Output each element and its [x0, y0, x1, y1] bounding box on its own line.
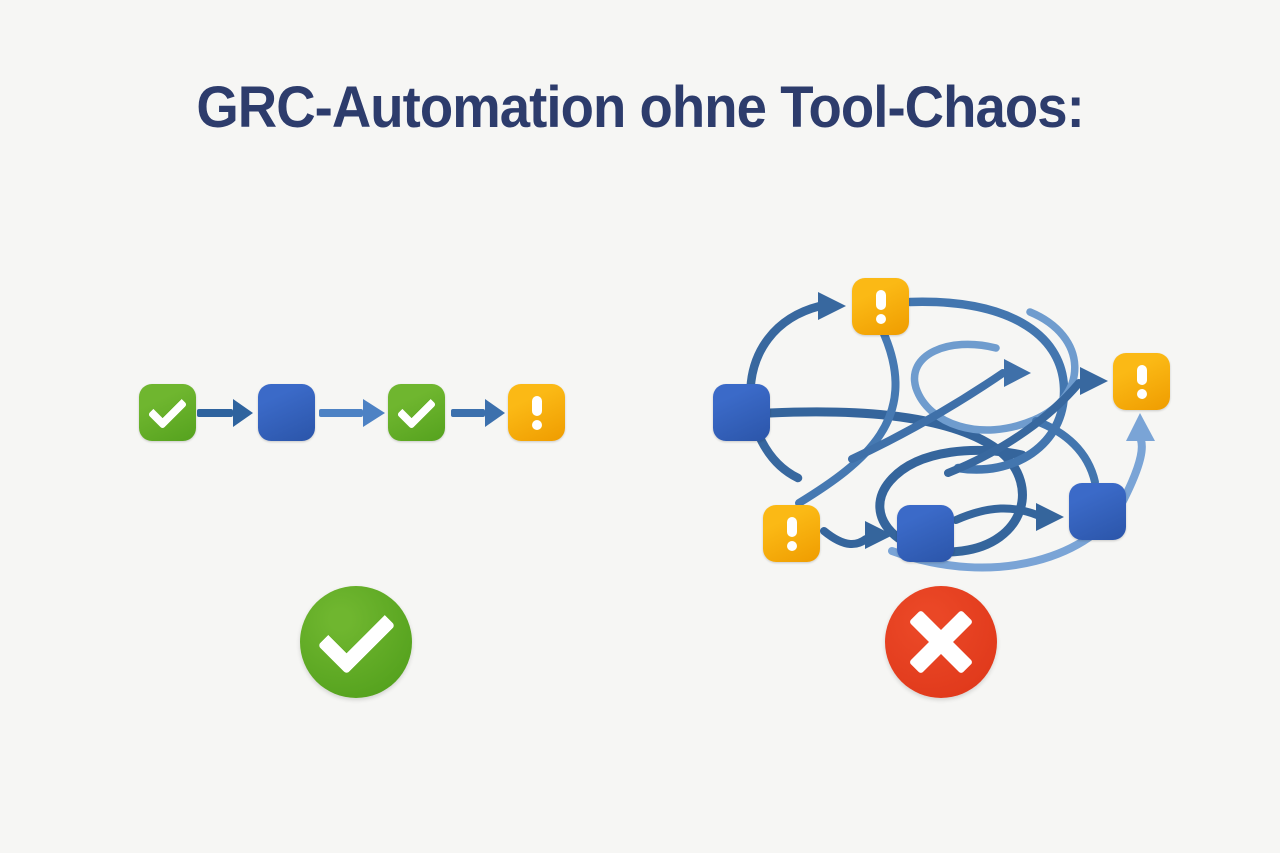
- workflow-node-plain: [258, 384, 315, 441]
- chaos-connector: [765, 407, 1027, 557]
- check-glyph: [317, 596, 395, 674]
- chaos-connector: [952, 504, 1041, 524]
- cross-glyph: [903, 604, 979, 680]
- exclamation-dot: [786, 541, 797, 551]
- workflow-node-check: [388, 384, 445, 441]
- chaos-connector: [1032, 417, 1099, 486]
- chaos-arrowhead: [1036, 503, 1064, 531]
- exclamation-icon: [531, 396, 542, 430]
- chaos-node-warning: [852, 278, 909, 335]
- chaos-connector: [944, 379, 1083, 477]
- exclamation-dot: [1136, 389, 1147, 399]
- exclamation-dot: [875, 314, 886, 324]
- chaos-node-warning: [763, 505, 820, 562]
- chaos-arrowhead: [1126, 413, 1155, 441]
- chaos-arrowhead: [1080, 367, 1108, 395]
- chaos-connector: [795, 330, 900, 507]
- failure-cross-icon: [885, 586, 997, 698]
- exclamation-bar: [531, 396, 542, 416]
- success-check-icon: [300, 586, 412, 698]
- exclamation-icon: [875, 290, 886, 324]
- chaos-node-plain: [1069, 483, 1126, 540]
- flow-arrow: [451, 399, 505, 427]
- check-icon: [147, 389, 188, 429]
- chaos-node-warning: [1113, 353, 1170, 410]
- arrow-shaft: [451, 409, 485, 417]
- exclamation-bar: [786, 517, 797, 537]
- chaos-node-plain: [897, 505, 954, 562]
- chaos-connector: [820, 527, 870, 548]
- chaos-node-plain: [713, 384, 770, 441]
- arrow-head-icon: [233, 399, 253, 427]
- chaos-connector: [910, 308, 1079, 434]
- flow-arrow: [319, 399, 385, 427]
- arrow-head-icon: [363, 399, 385, 427]
- arrow-shaft: [319, 409, 363, 417]
- arrow-head-icon: [485, 399, 505, 427]
- exclamation-dot: [531, 420, 542, 430]
- page-title-text: GRC-Automation ohne Tool-Chaos:: [196, 75, 1084, 140]
- exclamation-icon: [786, 517, 797, 551]
- exclamation-bar: [1136, 365, 1147, 385]
- workflow-node-warning: [508, 384, 565, 441]
- chaos-arrowhead: [1004, 359, 1031, 387]
- arrow-shaft: [197, 409, 233, 417]
- exclamation-icon: [1136, 365, 1147, 399]
- chaos-connector: [905, 297, 1069, 474]
- check-icon: [396, 389, 437, 429]
- page-title: GRC-Automation ohne Tool-Chaos:: [0, 74, 1280, 141]
- chaos-arrowhead: [865, 521, 893, 549]
- chaos-connector: [848, 369, 1007, 463]
- flow-arrow: [197, 399, 253, 427]
- workflow-node-check: [139, 384, 196, 441]
- exclamation-bar: [875, 290, 886, 310]
- chaos-arrowhead: [818, 292, 846, 320]
